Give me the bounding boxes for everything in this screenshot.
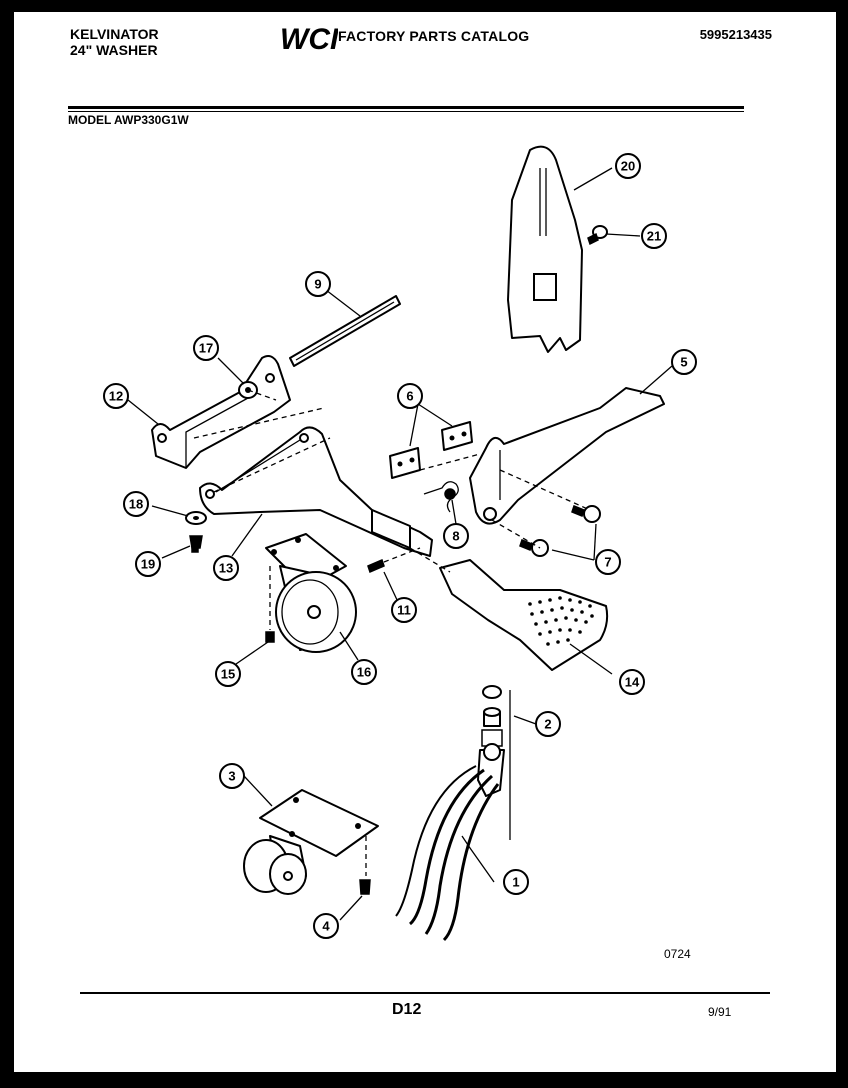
part-21-screw (587, 225, 608, 246)
callout-9: 9 (305, 271, 331, 297)
part-7-bolt-lower (519, 539, 549, 557)
part-8-spring (423, 481, 459, 513)
part-9-rod (289, 295, 401, 367)
callout-4: 4 (313, 913, 339, 939)
svg-text:1: 1 (512, 875, 519, 890)
svg-text:15: 15 (221, 667, 235, 682)
svg-text:14: 14 (625, 675, 640, 690)
svg-text:16: 16 (357, 665, 371, 680)
part-19-screw (189, 535, 203, 553)
part-5-lever (469, 387, 665, 525)
svg-text:6: 6 (406, 389, 413, 404)
svg-text:2: 2 (544, 717, 551, 732)
figure-code: 0724 (664, 947, 691, 961)
revision-date: 9/91 (708, 1005, 732, 1019)
callout-13: 13 (213, 555, 239, 581)
part-14-pedal (439, 559, 609, 671)
callout-19: 19 (135, 551, 161, 577)
svg-text:13: 13 (219, 561, 233, 576)
part-2-fitting (477, 685, 511, 840)
part-1-hoses (395, 765, 500, 942)
part-15-screw (265, 566, 275, 643)
part-6-clip-right (441, 421, 473, 451)
callout-5: 5 (671, 349, 697, 375)
part-11-screw (367, 547, 421, 574)
logo-text: WCI (280, 23, 338, 54)
svg-text:5: 5 (680, 355, 687, 370)
callout-21: 21 (641, 223, 667, 249)
callout-8: 8 (443, 523, 469, 549)
svg-text:11: 11 (397, 603, 411, 618)
callout-16: 16 (351, 659, 377, 685)
page-code: D12 (392, 1001, 422, 1018)
pedal-tread-pattern (528, 596, 594, 646)
callout-14: 14 (619, 669, 645, 695)
callout-2: 2 (535, 711, 561, 737)
callout-11: 11 (391, 597, 417, 623)
footer-rule (80, 992, 770, 994)
svg-text:4: 4 (322, 919, 330, 934)
header-rule-top (68, 106, 744, 109)
part-16-caster (265, 533, 357, 653)
part-4-screw (359, 836, 371, 895)
callout-20: 20 (615, 153, 641, 179)
part-7-bolt-upper (571, 505, 601, 523)
part-13-arm (199, 426, 433, 557)
callout-15: 15 (215, 661, 241, 687)
callout-12: 12 (103, 383, 129, 409)
catalog-title: FACTORY PARTS CATALOG (338, 28, 530, 44)
callout-18: 18 (123, 491, 149, 517)
part-12-bracket (151, 355, 291, 469)
svg-text:20: 20 (621, 159, 635, 174)
svg-text:7: 7 (604, 555, 611, 570)
callout-3: 3 (219, 763, 245, 789)
model-number: MODEL AWP330G1W (68, 113, 189, 127)
svg-text:19: 19 (141, 557, 155, 572)
brand-name: KELVINATOR (70, 26, 159, 42)
header-rule-bottom (68, 111, 744, 112)
svg-text:18: 18 (129, 497, 143, 512)
svg-text:3: 3 (228, 769, 235, 784)
product-name: 24" WASHER (70, 42, 158, 58)
callout-7: 7 (595, 549, 621, 575)
callout-6: 6 (397, 383, 423, 409)
svg-text:9: 9 (314, 277, 321, 292)
part-number: 5995213435 (699, 27, 772, 42)
svg-text:21: 21 (647, 229, 661, 244)
svg-text:8: 8 (452, 529, 459, 544)
part-18-washer (185, 511, 207, 525)
svg-text:12: 12 (109, 389, 123, 404)
callout-17: 17 (193, 335, 219, 361)
wci-logo: WCI (280, 23, 338, 54)
part-3-caster (243, 789, 379, 895)
callout-1: 1 (503, 869, 529, 895)
leader-lines (127, 167, 673, 921)
part-6-clip-left (389, 447, 421, 479)
part-20-bracket (507, 145, 583, 353)
svg-text:17: 17 (199, 341, 213, 356)
